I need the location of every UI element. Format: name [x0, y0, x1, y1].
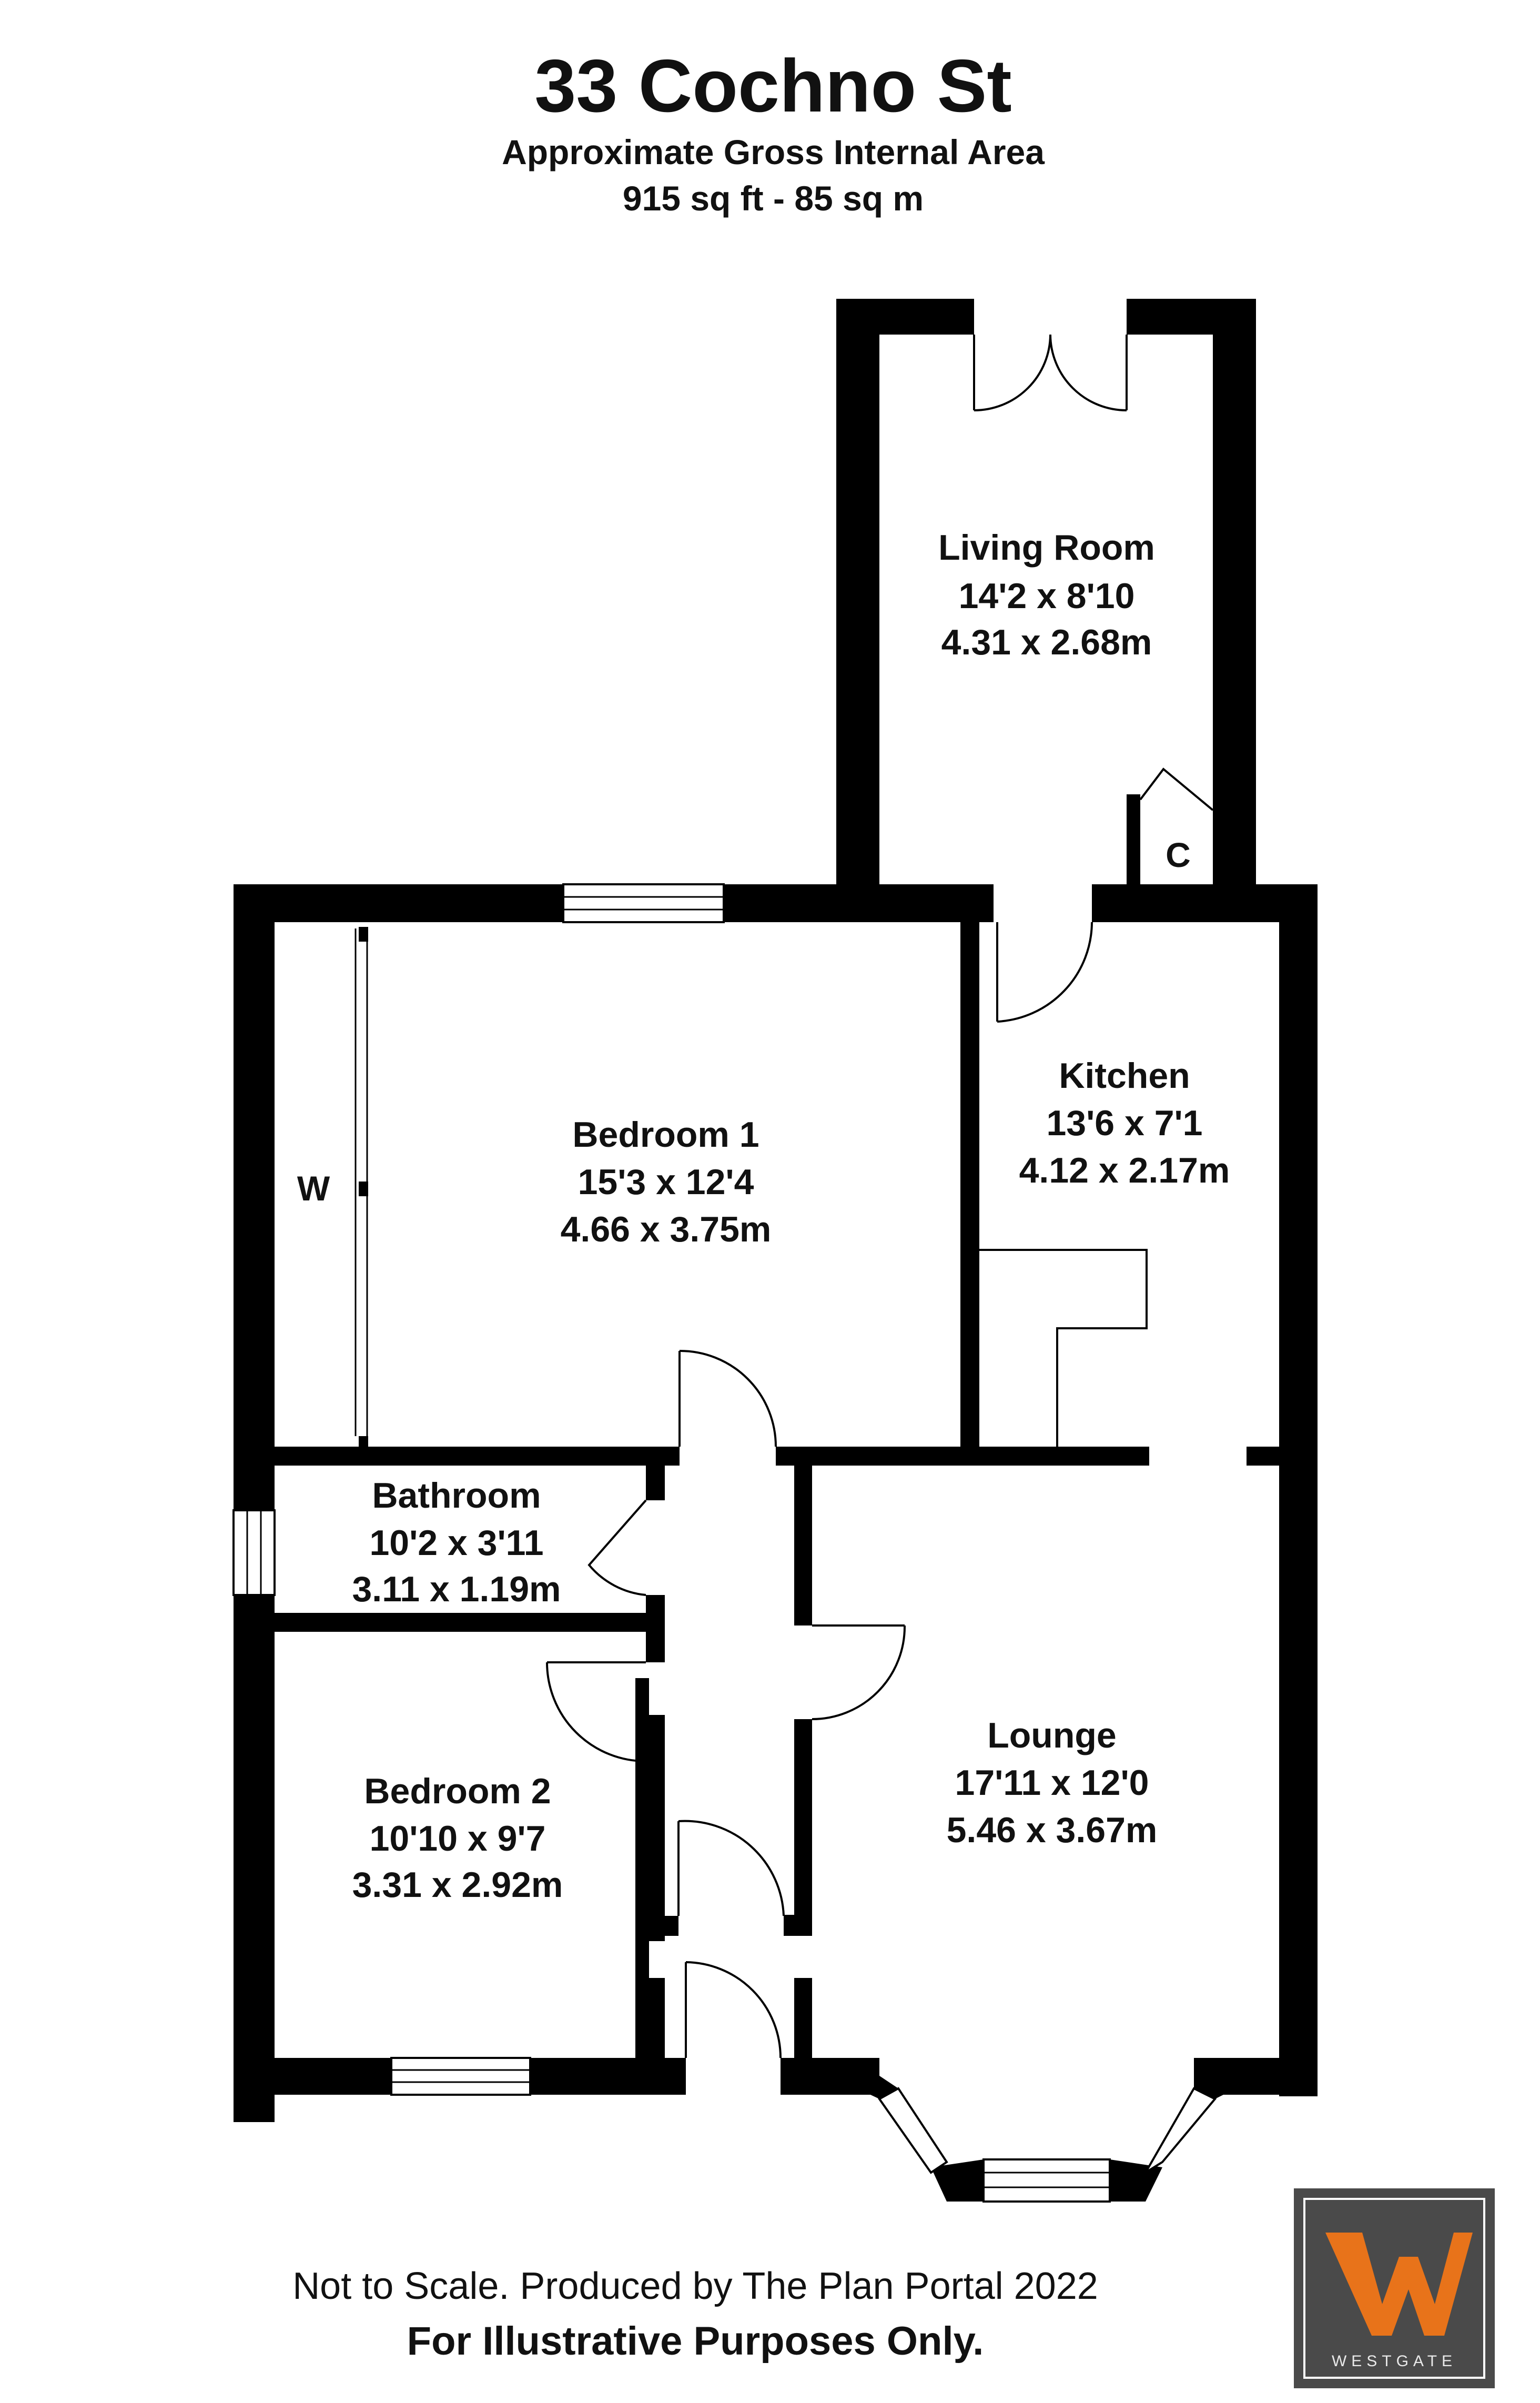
bedroom2-label: Bedroom 2 10'10 x 9'7 3.31 x 2.92m [352, 1771, 563, 1905]
logo-frame [1303, 2198, 1485, 2379]
bedroom1-imperial: 15'3 x 12'4 [578, 1162, 754, 1202]
wardrobe-doors [354, 927, 368, 1451]
logo-w-mark [1325, 2233, 1473, 2336]
wardrobe-label: W [297, 1169, 330, 1208]
kitchen-door [996, 922, 1093, 1023]
bathroom-east-wall-top [646, 1466, 665, 1500]
lounge-door [812, 1624, 906, 1720]
cupboard-door [1139, 768, 1214, 811]
bathroom-south-wall [275, 1613, 665, 1632]
bedroom1-metric: 4.66 x 3.75m [561, 1209, 772, 1249]
fixtures [354, 927, 1148, 1451]
bedroom2-window [390, 2057, 531, 2096]
lounge-imperial: 17'11 x 12'0 [955, 1763, 1149, 1803]
bathroom-window [232, 1509, 276, 1596]
bathroom-imperial: 10'2 x 3'11 [369, 1523, 543, 1563]
living-room-name: Living Room [938, 528, 1155, 568]
bay-window-south [982, 2158, 1111, 2203]
kitchen-metric: 4.12 x 2.17m [1019, 1150, 1230, 1190]
lounge-west-wall-stub [784, 1915, 812, 1936]
bathroom-label: Bathroom 10'2 x 3'11 3.11 x 1.19m [352, 1476, 561, 1609]
westgate-logo: WESTGATE [1294, 2188, 1495, 2388]
bedroom2-east-wall [635, 1678, 649, 2094]
bedroom2-imperial: 10'10 x 9'7 [370, 1819, 546, 1859]
lounge-west-wall-mid [794, 1719, 812, 1930]
footer-credit: Not to Scale. Produced by The Plan Porta… [292, 2265, 1098, 2307]
bathroom-door [587, 1499, 647, 1596]
walls [234, 299, 1318, 2202]
bedroom2-door [546, 1661, 646, 1762]
logo-wordmark: WESTGATE [1332, 2352, 1457, 2370]
bedroom1-south-wall-left [275, 1447, 680, 1466]
cupboard-wall [1127, 794, 1140, 885]
west-wall-upper [234, 884, 275, 1510]
living-room-metric: 4.31 x 2.68m [941, 622, 1152, 662]
kitchen-counter [979, 1249, 1148, 1447]
bay-window-east [1144, 2087, 1217, 2174]
plan-subtitle: Approximate Gross Internal Area [502, 133, 1045, 171]
south-wall-bed2-left [234, 2058, 391, 2095]
living-room-north-wall-left [836, 299, 974, 335]
kitchen-name: Kitchen [1059, 1056, 1190, 1096]
bathroom-name: Bathroom [372, 1476, 541, 1516]
living-room-imperial: 14'2 x 8'10 [959, 576, 1135, 616]
bedroom1-window [562, 883, 725, 923]
lounge-west-wall-upper [794, 1466, 812, 1625]
bay-window-west [878, 2087, 948, 2174]
bedroom1-label: Bedroom 1 15'3 x 12'4 4.66 x 3.75m [561, 1115, 772, 1249]
bay-east-corner [1194, 2067, 1231, 2099]
bay-south-west-corner [931, 2159, 984, 2202]
living-room-east-wall [1213, 299, 1256, 887]
bedroom1-door [678, 1349, 777, 1447]
bay-west-corner [863, 2067, 898, 2099]
south-wall-lounge-left [781, 2058, 879, 2095]
hall-west-stub [646, 1916, 678, 1936]
bathroom-east-wall-bottom [646, 1595, 665, 1662]
hall-inner-door [677, 1820, 785, 1916]
lounge-label: Lounge 17'11 x 12'0 5.46 x 3.67m [947, 1715, 1158, 1850]
footer-disclaimer: For Illustrative Purposes Only. [407, 2319, 984, 2364]
bedroom1-name: Bedroom 1 [572, 1115, 759, 1155]
living-room-north-wall-right [1127, 299, 1256, 335]
south-wall-bed2-right [530, 2058, 686, 2095]
french-doors [973, 334, 1128, 411]
windows [232, 883, 1217, 2203]
bedroom2-name: Bedroom 2 [364, 1771, 551, 1811]
east-wall [1279, 884, 1318, 2096]
footer: Not to Scale. Produced by The Plan Porta… [292, 2265, 1098, 2364]
living-room-west-wall [836, 299, 879, 887]
doors [546, 334, 1214, 2058]
lounge-name: Lounge [987, 1715, 1117, 1755]
bedroom1-south-wall-right [776, 1447, 1149, 1466]
header: 33 Cochno St Approximate Gross Internal … [502, 44, 1045, 218]
front-door [685, 1961, 782, 2058]
plan-title: 33 Cochno St [534, 44, 1011, 128]
bathroom-metric: 3.11 x 1.19m [352, 1569, 561, 1609]
living-room-label: Living Room 14'2 x 8'10 4.31 x 2.68m [938, 528, 1155, 662]
west-wall-lower [234, 1595, 275, 2122]
plan-area: 915 sq ft - 85 sq m [623, 179, 924, 218]
north-wall-bed1-left [234, 884, 563, 922]
kitchen-label: Kitchen 13'6 x 7'1 4.12 x 2.17m [1019, 1056, 1230, 1190]
kitchen-imperial: 13'6 x 7'1 [1046, 1103, 1202, 1143]
lounge-metric: 5.46 x 3.67m [947, 1810, 1158, 1850]
kitchen-south-wall-right [1247, 1447, 1279, 1466]
bedroom2-metric: 3.31 x 2.92m [352, 1865, 563, 1905]
cupboard-label: C [1166, 835, 1191, 874]
north-wall-bed1-right [724, 884, 994, 922]
kitchen-west-wall [960, 921, 979, 1452]
